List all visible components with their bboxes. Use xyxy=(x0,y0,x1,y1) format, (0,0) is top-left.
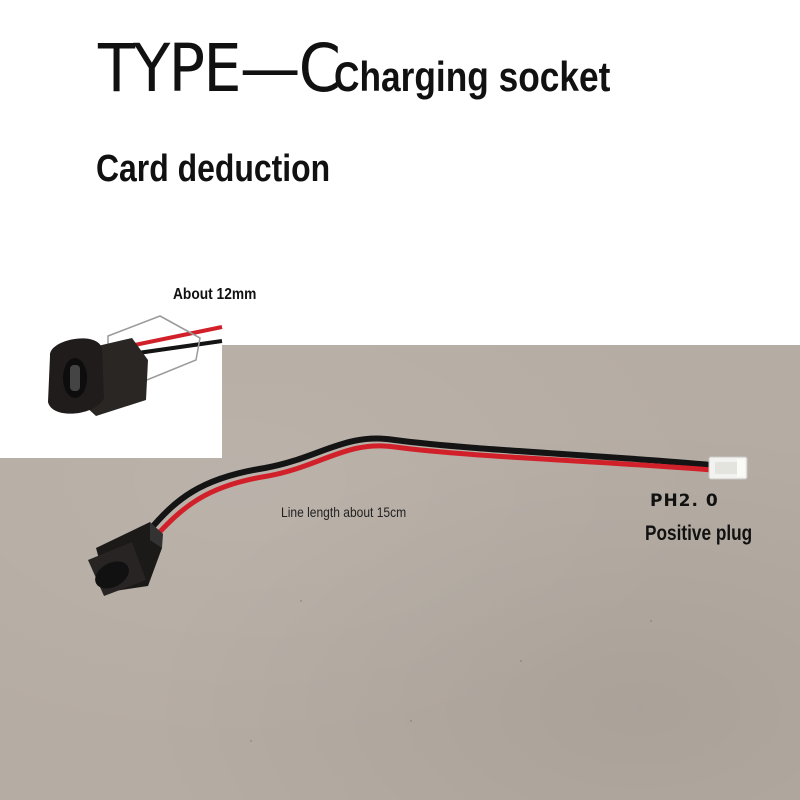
product-title-suffix: Charging socket xyxy=(334,53,611,100)
ph2-connector xyxy=(708,456,748,480)
plug-model-label: PH2. 0 xyxy=(650,491,719,511)
inset-red-wire xyxy=(119,325,223,350)
cardboard-texture xyxy=(250,600,652,742)
plug-type-label: Positive plug xyxy=(645,522,753,545)
product-subtitle: Card deduction xyxy=(96,148,331,190)
cable-black-wire xyxy=(145,435,715,535)
cable-length-label: Line length about 15cm xyxy=(281,504,407,520)
inset-dimension-line xyxy=(159,315,201,339)
inset-dimension-label: About 12mm xyxy=(173,286,257,303)
cable-red-wire xyxy=(152,443,715,540)
inset-usb-c-contacts xyxy=(70,365,80,391)
product-title: TYPE—C xyxy=(98,30,341,107)
usb-c-socket-photo xyxy=(88,522,163,596)
